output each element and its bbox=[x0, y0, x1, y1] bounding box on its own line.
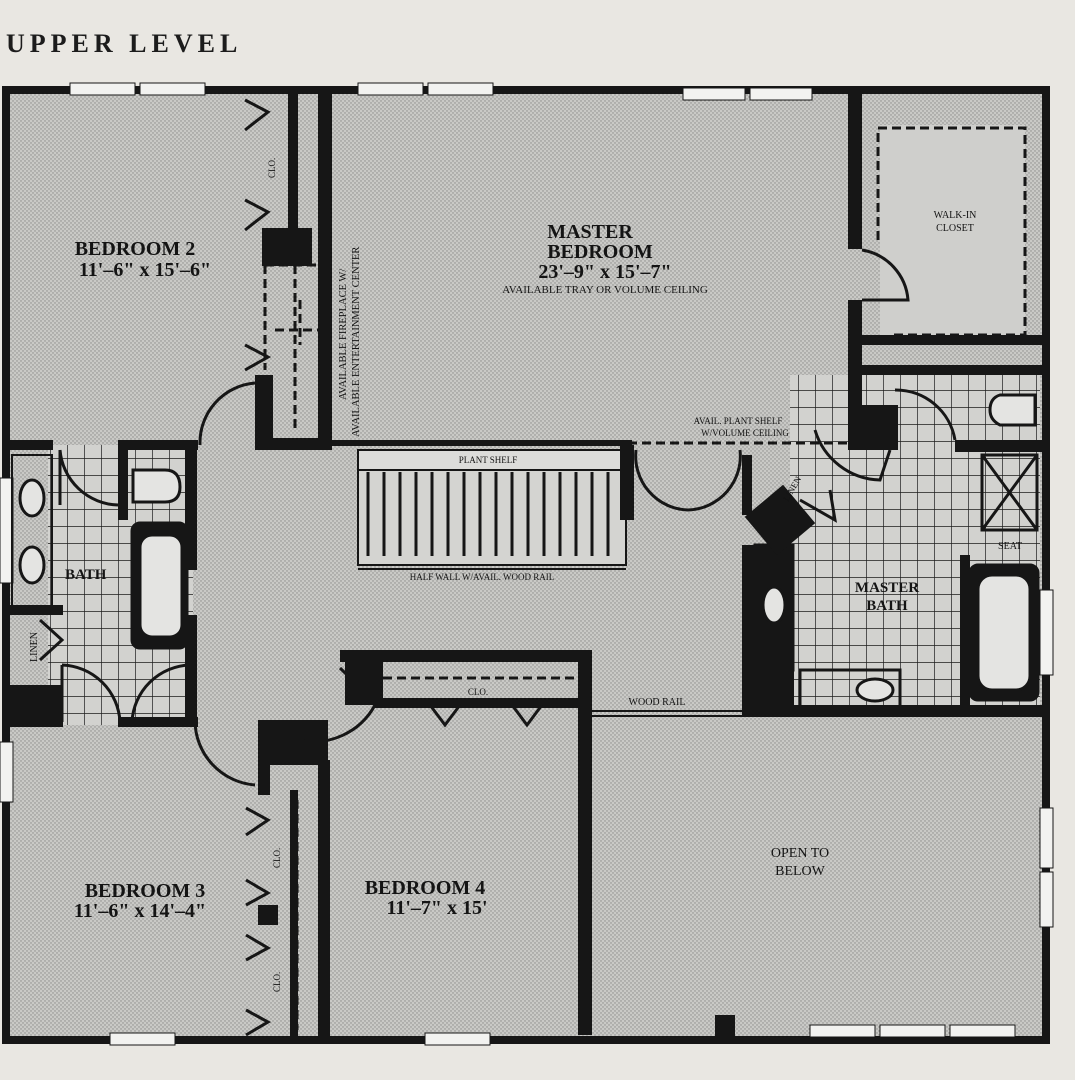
master-bath-label-2: BATH bbox=[866, 598, 908, 614]
linen-label-left: LINEN bbox=[29, 632, 40, 662]
open-to-below-2: BELOW bbox=[775, 864, 826, 879]
bath-label: BATH bbox=[65, 567, 107, 583]
walkin-closet-label-1: WALK-IN bbox=[934, 210, 977, 221]
bedroom-3-closet-label-bottom: CLO. bbox=[272, 972, 282, 992]
walkin-closet-label-2: CLOSET bbox=[936, 223, 974, 234]
bedroom-4-size: 11'–7" x 15' bbox=[386, 897, 487, 919]
master-bedroom-name-2: BEDROOM bbox=[547, 241, 653, 263]
closet-doors bbox=[244, 98, 544, 1037]
avail-plant-shelf-label-1: AVAIL. PLANT SHELF bbox=[694, 416, 783, 426]
room-labels: BEDROOM 2 11'–6" x 15'–6" MASTER BEDROOM… bbox=[29, 158, 1022, 992]
plant-shelf-label: PLANT SHELF bbox=[459, 455, 518, 465]
windows bbox=[0, 82, 1054, 1046]
plumbing-fixtures bbox=[11, 393, 1040, 710]
staircase bbox=[357, 449, 627, 566]
wood-rail-label: WOOD RAIL bbox=[629, 697, 686, 708]
wood-rail bbox=[358, 564, 742, 717]
dashed-lines bbox=[263, 120, 1027, 1030]
hall-closet-label: CLO. bbox=[468, 687, 488, 697]
half-wall-label: HALF WALL W/AVAIL. WOOD RAIL bbox=[410, 572, 555, 582]
master-bedroom-size: 23'–9" x 15'–7" bbox=[538, 261, 671, 283]
fireplace-label-2: AVAILABLE ENTERTAINMENT CENTER bbox=[351, 247, 362, 437]
bedroom-2-closet-label: CLO. bbox=[267, 158, 277, 178]
bedroom-2-size: 11'–6" x 15'–6" bbox=[79, 259, 211, 281]
open-to-below-1: OPEN TO bbox=[771, 846, 829, 861]
avail-plant-shelf-label-2: W/VOLUME CEILING bbox=[701, 428, 789, 438]
bedroom-2-name: BEDROOM 2 bbox=[75, 238, 196, 260]
seat-label: SEAT bbox=[998, 541, 1022, 552]
bedroom-4-name: BEDROOM 4 bbox=[365, 877, 486, 899]
fireplace-label-1: AVAILABLE FIREPLACE W/ bbox=[338, 269, 349, 400]
master-bedroom-name-1: MASTER bbox=[547, 221, 633, 243]
master-ceiling-note: AVAILABLE TRAY OR VOLUME CEILING bbox=[502, 284, 708, 296]
bedroom-3-name: BEDROOM 3 bbox=[85, 880, 206, 902]
door-swings bbox=[38, 248, 957, 787]
bedroom-3-size: 11'–6" x 14'–4" bbox=[74, 900, 206, 922]
bedroom-3-closet-label-top: CLO. bbox=[272, 848, 282, 868]
page-title: UPPER LEVEL bbox=[6, 29, 242, 58]
master-bath-label-1: MASTER bbox=[855, 580, 919, 596]
